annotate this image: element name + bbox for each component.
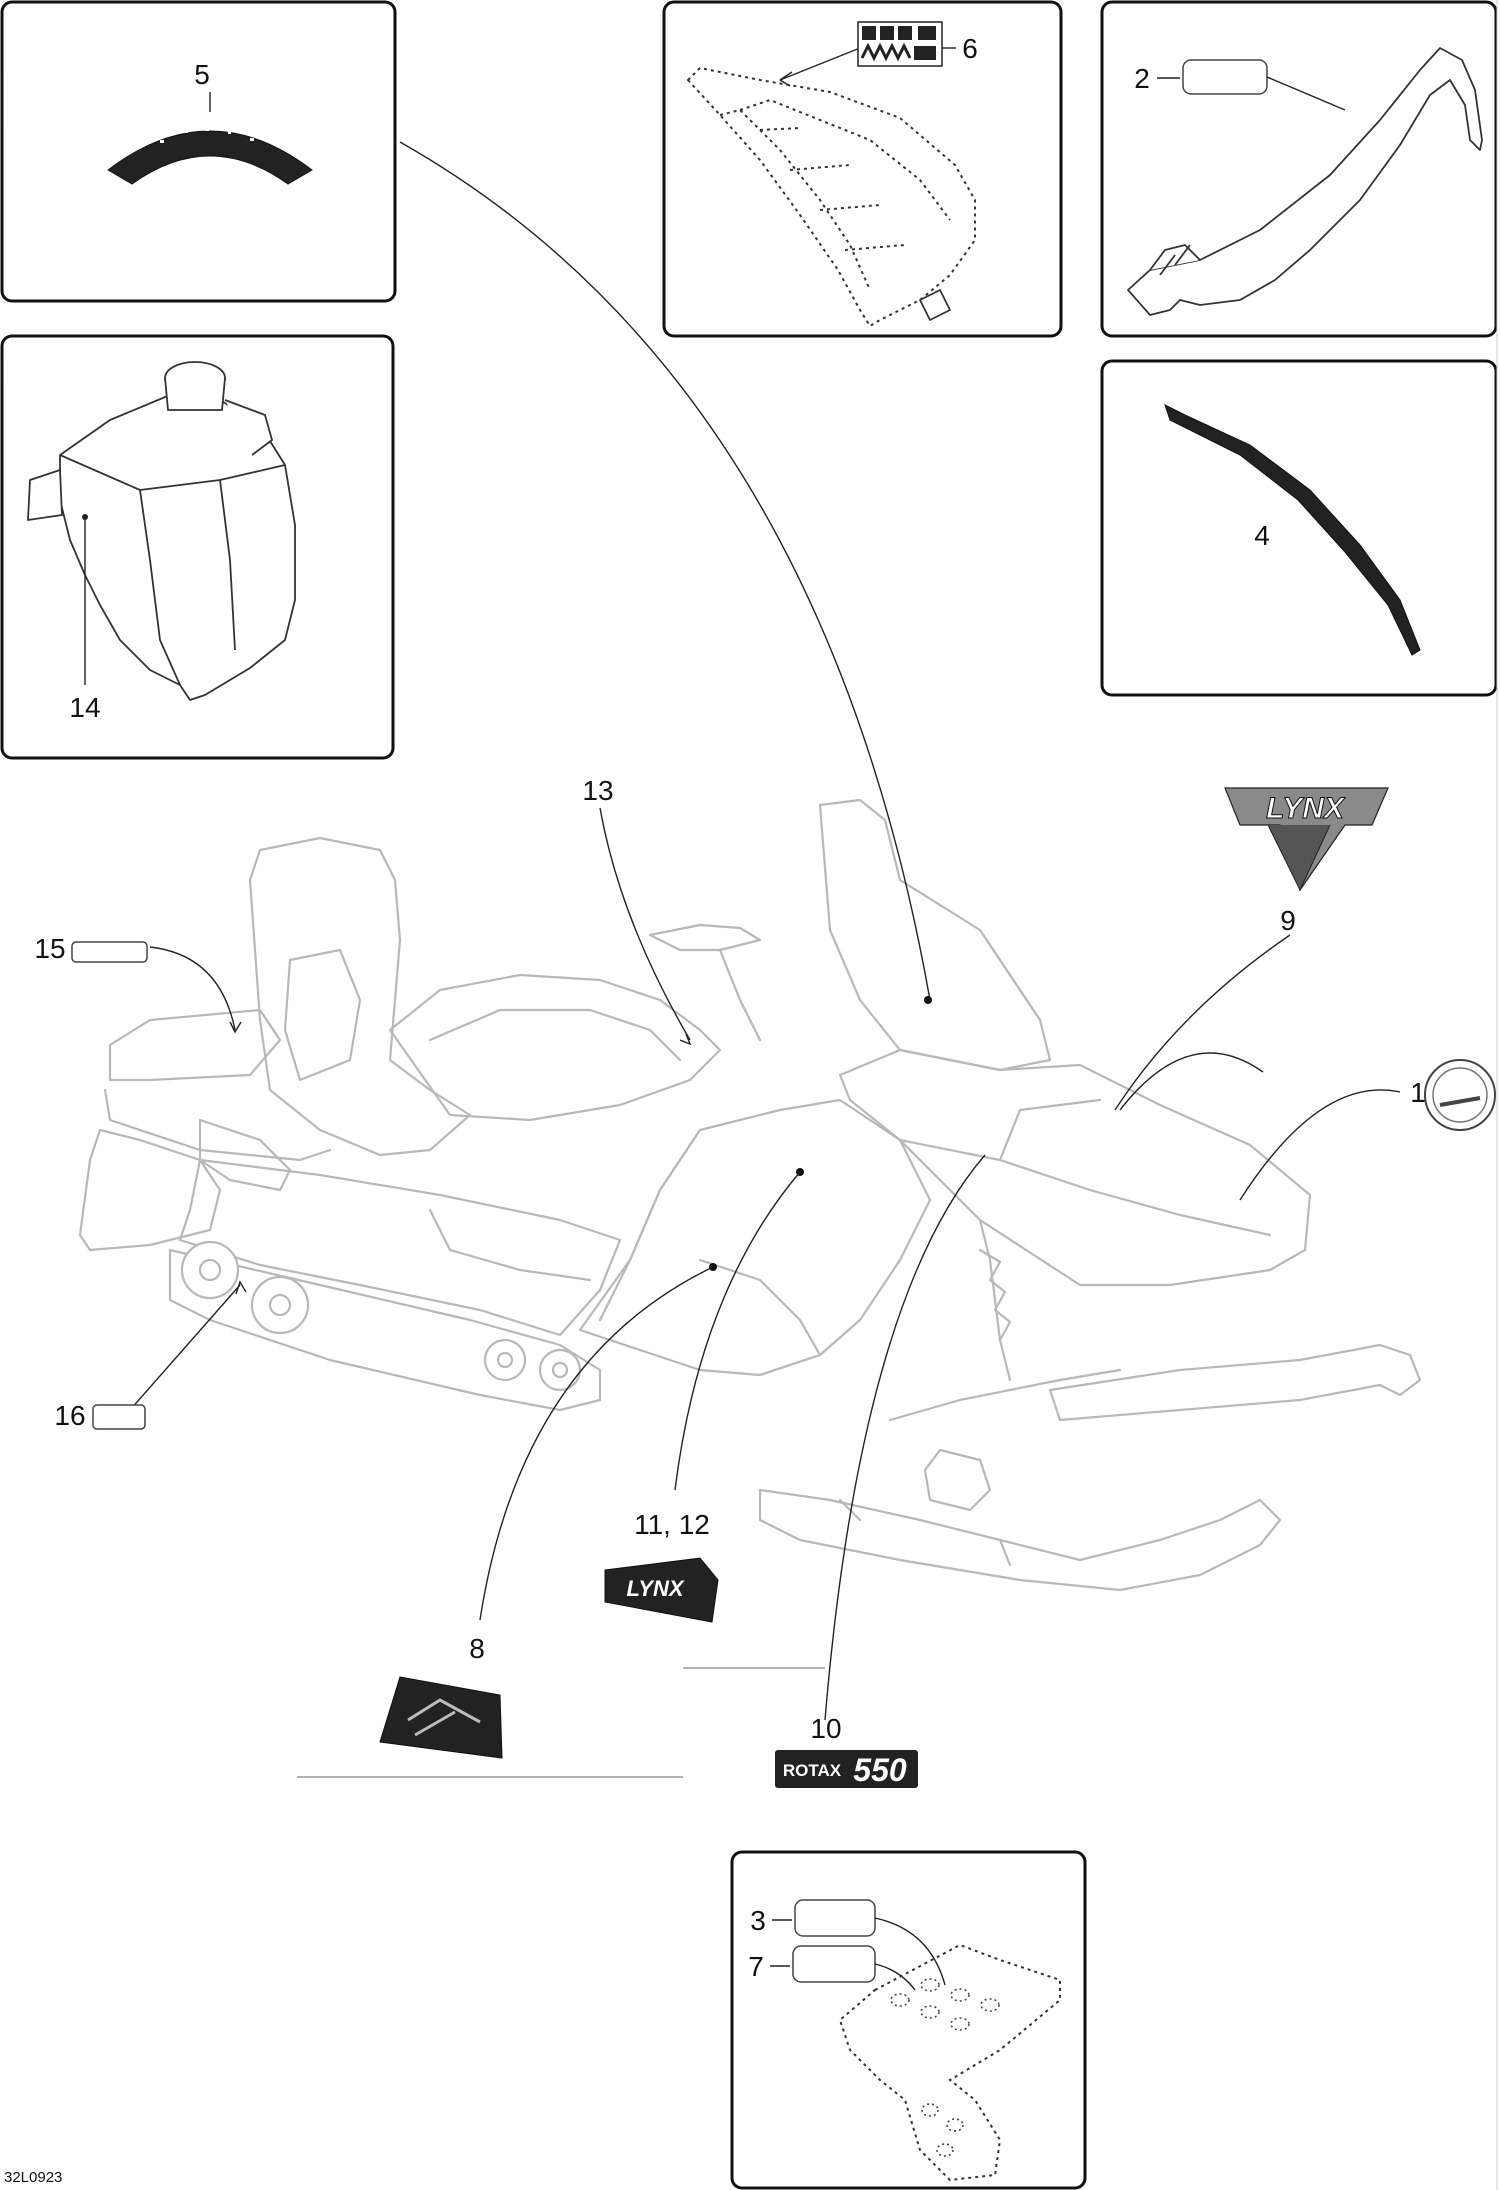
fender-part [1127, 47, 1483, 316]
decal-2-blank-label [1182, 59, 1268, 95]
hood [838, 1048, 1312, 1287]
rear-rack [108, 1008, 282, 1082]
tunnel [178, 1158, 622, 1337]
footrest-part [838, 1943, 1061, 2182]
decal-9-text: LYNX [1266, 792, 1346, 825]
decal-11-12-text: LYNX [626, 1576, 684, 1601]
rear-seat [248, 836, 472, 1157]
decal-7-blank-label [792, 1945, 876, 1983]
decal-5-arc [107, 130, 313, 185]
decal-3-blank-label [794, 1899, 876, 1937]
track [168, 1248, 602, 1412]
callout-13: 13 [582, 775, 613, 806]
ski-left [758, 1488, 1282, 1592]
callout-5: 5 [194, 59, 210, 90]
callout-8: 8 [469, 1633, 485, 1664]
side-panel [578, 1098, 932, 1377]
decal-4-stripe [1164, 404, 1421, 656]
panel-stripe-decal-4: 4 [1100, 359, 1498, 697]
decal-11-12-lynx-side: LYNX [604, 1557, 719, 1623]
callout-7: 7 [748, 1951, 764, 1982]
panel-fender-decal-2: 2 [1100, 0, 1498, 338]
panel-seat-decal-6: 6 [662, 0, 1063, 338]
snowmobile-outline [78, 798, 1422, 1592]
panel-footrest-decals-3-7: 3 7 [730, 1850, 1087, 2190]
callout-3: 3 [750, 1905, 766, 1936]
callout-16: 16 [54, 1400, 85, 1431]
callout-1: 1 [1410, 1077, 1426, 1108]
diagram-code: 32L0923 [4, 2169, 62, 2186]
decal-10-model: 550 [853, 1752, 907, 1788]
decal-15-blank-label [71, 941, 148, 963]
callout-2: 2 [1134, 63, 1150, 94]
callout-15: 15 [34, 933, 65, 964]
decal-9-lynx-badge: LYNX [1224, 787, 1389, 892]
callout-14: 14 [69, 692, 100, 723]
decal-8-side-graphic [379, 1676, 503, 1759]
bogie-wheels [180, 1240, 582, 1392]
callout-9: 9 [1280, 905, 1296, 936]
windshield [818, 798, 1052, 1072]
front-seat [388, 973, 722, 1122]
callout-4: 4 [1254, 520, 1270, 551]
panel-decal-5: 5 [0, 0, 397, 303]
decal-10-brand: ROTAX [783, 1761, 842, 1780]
callout-6: 6 [962, 33, 978, 64]
decal-1-round-emblem [1424, 1059, 1496, 1131]
callout-11-12: 11, 12 [634, 1509, 710, 1540]
callout-10: 10 [810, 1713, 841, 1744]
decal-6-warning-label [857, 21, 943, 67]
leader-lines [129, 141, 1401, 1721]
decal-16-blank-label [92, 1404, 146, 1430]
ski-right [1048, 1343, 1422, 1422]
panel-oil-tank-14: 14 [0, 334, 395, 760]
decal-10-rotax-550: ROTAX 550 [775, 1750, 918, 1788]
